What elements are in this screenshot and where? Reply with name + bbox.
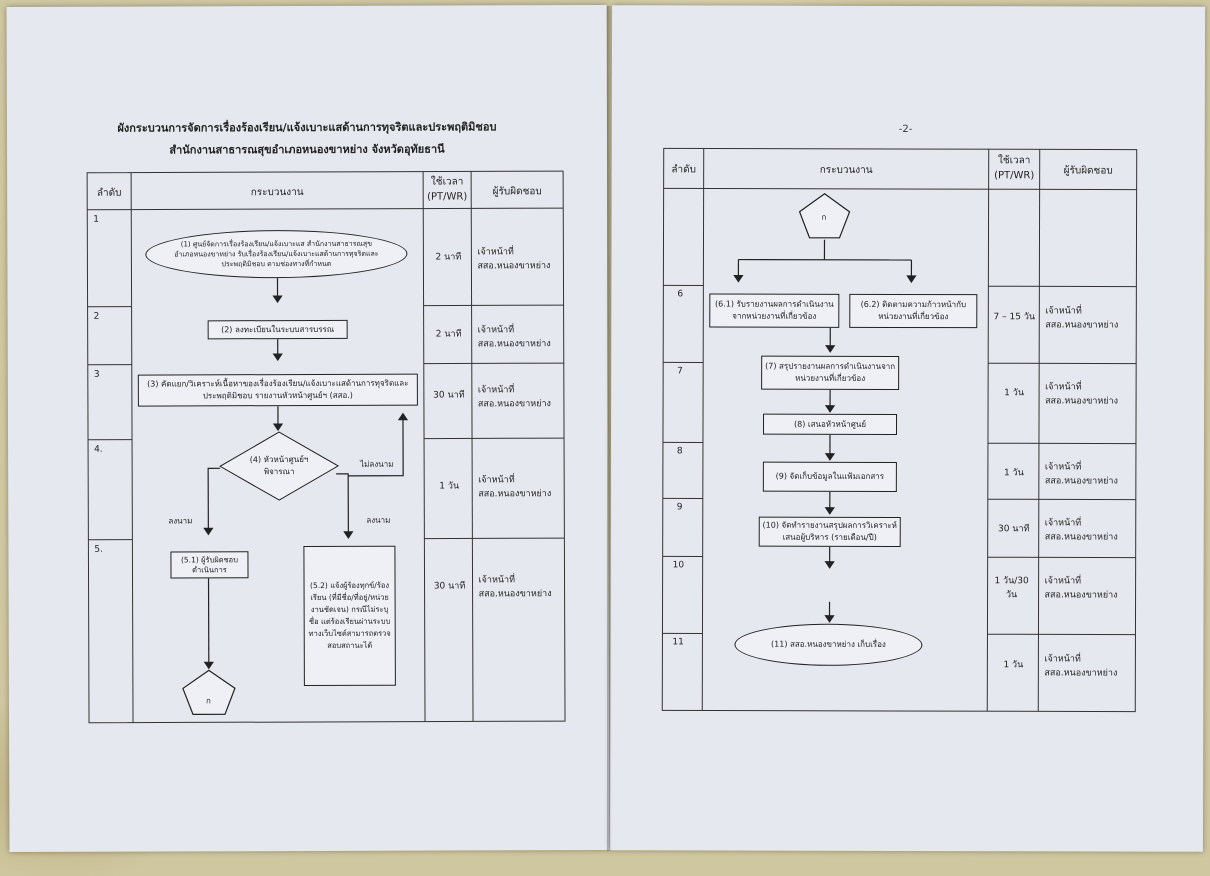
owner-line1: เจ้าหน้าที่	[1044, 462, 1082, 473]
owner-line1: เจ้าหน้าที่	[477, 325, 515, 336]
step-6-1-receive-report-box: (6.1) รับรายงานผลการดำเนินงานจากหน่วยงาน…	[709, 293, 840, 328]
owner-line2: สสอ.หนองขาหย่าง	[1044, 668, 1118, 679]
p1-header-time-l2: (PT/WR)	[427, 191, 468, 203]
p2-row-num: 7	[677, 366, 683, 377]
page-fold-shadow	[607, 6, 612, 851]
p1-row-owner: เจ้าหน้าที่สสอ.หนองขาหย่าง	[478, 473, 551, 501]
owner-line1: เจ้าหน้าที่	[1045, 382, 1082, 393]
p1-header-order: ลำดับ	[96, 187, 122, 199]
p2-row-time: 30 นาที	[997, 524, 1030, 535]
step-8-present-box: (8) เสนอหัวหน้าศูนย์	[762, 413, 898, 435]
p1-row-time: 30 นาที	[433, 581, 466, 592]
p2-row-num: 9	[676, 502, 683, 513]
p2-row-num: 8	[676, 446, 683, 457]
step-7-summarize-box: (7) สรุปรายงานผลการดำเนินงานจากหน่วยงานท…	[761, 355, 900, 390]
p1-row-num: 3	[93, 369, 100, 380]
p1-row-time: 2 นาที	[435, 252, 462, 263]
p1-row-owner: เจ้าหน้าที่สสอ.หนองขาหย่าง	[479, 573, 552, 601]
owner-line2: สสอ.หนองขาหย่าง	[477, 399, 551, 410]
p2-header-time-l2: (PT/WR)	[994, 170, 1035, 182]
p2-row-num: 11	[672, 637, 684, 648]
p1-row-num: 4.	[94, 444, 103, 455]
document-page-1: ผังกระบวนการจัดการเรื่องร้องเรียน/แจ้งเบ…	[6, 4, 610, 853]
p2-row-time: 1 วัน	[1003, 468, 1024, 479]
owner-line2: สสอ.หนองขาหย่าง	[478, 489, 552, 500]
step-9-archive-box: (9) จัดเก็บข้อมูลในแฟ้มเอกสาร	[762, 461, 897, 492]
owner-line2: สสอ.หนองขาหย่าง	[1044, 590, 1118, 601]
p1-row-owner: เจ้าหน้าที่สสอ.หนองขาหย่าง	[478, 383, 551, 411]
owner-line1: เจ้าหน้าที่	[477, 385, 515, 396]
p1-row-owner: เจ้าหน้าที่สสอ.หนองขาหย่าง	[478, 323, 551, 351]
p2-row-time: 1 วัน	[1003, 660, 1024, 671]
owner-line2: สสอ.หนองขาหย่าง	[1044, 532, 1118, 543]
connector-label: ก	[205, 696, 211, 706]
owner-line2: สสอ.หนองขาหย่าง	[477, 339, 551, 350]
page1-table-grid	[86, 170, 566, 724]
owner-line2: สสอ.หนองขาหย่าง	[1044, 476, 1118, 487]
p2-row-time: 1 วัน	[1004, 388, 1024, 399]
step-5-1-owner-act-box: (5.1) ผู้รับผิดชอบ ดำเนินการ	[170, 551, 249, 579]
p2-header-order: ลำดับ	[671, 164, 696, 176]
connector-label: ก	[821, 212, 827, 222]
p2-row-owner: เจ้าหน้าที่สสอ.หนองขาหย่าง	[1045, 516, 1118, 544]
p2-row-owner: เจ้าหน้าที่สสอ.หนองขาหย่าง	[1045, 574, 1118, 602]
p2-row-owner: เจ้าหน้าที่สสอ.หนองขาหย่าง	[1044, 652, 1117, 680]
p2-header-process: กระบวนงาน	[819, 164, 873, 176]
p1-header-time-l1: ใช้เวลา	[430, 176, 464, 188]
label-approve-right: ลงนาม	[366, 515, 391, 525]
label-reject: ไม่ลงนาม	[360, 459, 394, 469]
p1-row-time: 2 นาที	[435, 329, 462, 340]
owner-line1: เจ้าหน้าที่	[478, 475, 515, 486]
step-4-decision-label: (4) หัวหน้าศูนย์ฯ พิจารณา	[249, 454, 309, 477]
label-approve-left: ลงนาม	[168, 516, 193, 526]
p2-row-owner: เจ้าหน้าที่สสอ.หนองขาหย่าง	[1045, 380, 1118, 408]
owner-line2: สสอ.หนองขาหย่าง	[1045, 396, 1119, 407]
document-page-2: -2- ลำดับ กระบ	[609, 5, 1206, 852]
step-11-close-oval: (11) สสอ.หนองขาหย่าง เก็บเรื่อง	[734, 623, 923, 667]
owner-line1: เจ้าหน้าที่	[478, 575, 516, 586]
owner-line1: เจ้าหน้าที่	[477, 247, 514, 258]
owner-line1: เจ้าหน้าที่	[1044, 518, 1082, 529]
p1-header-owner: ผู้รับผิดชอบ	[492, 186, 542, 198]
step-6-2-follow-up-box: (6.2) ติดตามความก้าวหน้ากับหน่วยงานที่เก…	[849, 293, 978, 329]
page2-table-grid	[661, 147, 1138, 713]
p1-row-time: 30 นาที	[433, 390, 465, 401]
p2-row-num: 10	[672, 560, 685, 571]
p2-header-time-l1: ใช้เวลา	[997, 155, 1031, 167]
owner-line1: เจ้าหน้าที่	[1044, 654, 1081, 665]
owner-line1: เจ้าหน้าที่	[1044, 576, 1082, 587]
p2-row-time: 1 วัน/30 วัน	[994, 576, 1029, 601]
step-10-report-box: (10) จัดทำรายงานสรุปผลการวิเคราะห์เสนอผู…	[758, 516, 901, 547]
p1-row-num: 5.	[94, 544, 104, 555]
p2-row-time: 7 – 15 วัน	[993, 312, 1036, 323]
p1-header-process: กระบวนงาน	[250, 187, 304, 199]
p2-row-num: 6	[677, 289, 684, 300]
step-4-decision-diamond	[219, 431, 340, 501]
owner-line2: สสอ.หนองขาหย่าง	[477, 261, 551, 272]
p1-row-owner: เจ้าหน้าที่สสอ.หนองขาหย่าง	[477, 245, 550, 273]
step-2-register-box: (2) ลงทะเบียนในระบบสารบรรณ	[207, 319, 348, 340]
p2-header-owner: ผู้รับผิดชอบ	[1063, 165, 1113, 177]
step-5-2-notify-box: (5.2) แจ้งผู้ร้องทุกข์/ร้องเรียน (ที่มีช…	[303, 545, 396, 687]
p2-row-owner: เจ้าหน้าที่สสอ.หนองขาหย่าง	[1045, 304, 1118, 332]
step-3-analyze-box: (3) คัดแยก/วิเคราะห์เนื้อหาของเรื่องร้อง…	[137, 373, 418, 407]
p1-row-time: 1 วัน	[439, 481, 460, 492]
owner-line2: สสอ.หนองขาหย่าง	[1045, 320, 1119, 331]
owner-line1: เจ้าหน้าที่	[1045, 306, 1082, 317]
p1-row-num: 2	[93, 311, 100, 322]
p2-row-owner: เจ้าหน้าที่สสอ.หนองขาหย่าง	[1045, 460, 1118, 488]
owner-line2: สสอ.หนองขาหย่าง	[478, 589, 552, 600]
p1-row-num: 1	[93, 214, 100, 225]
